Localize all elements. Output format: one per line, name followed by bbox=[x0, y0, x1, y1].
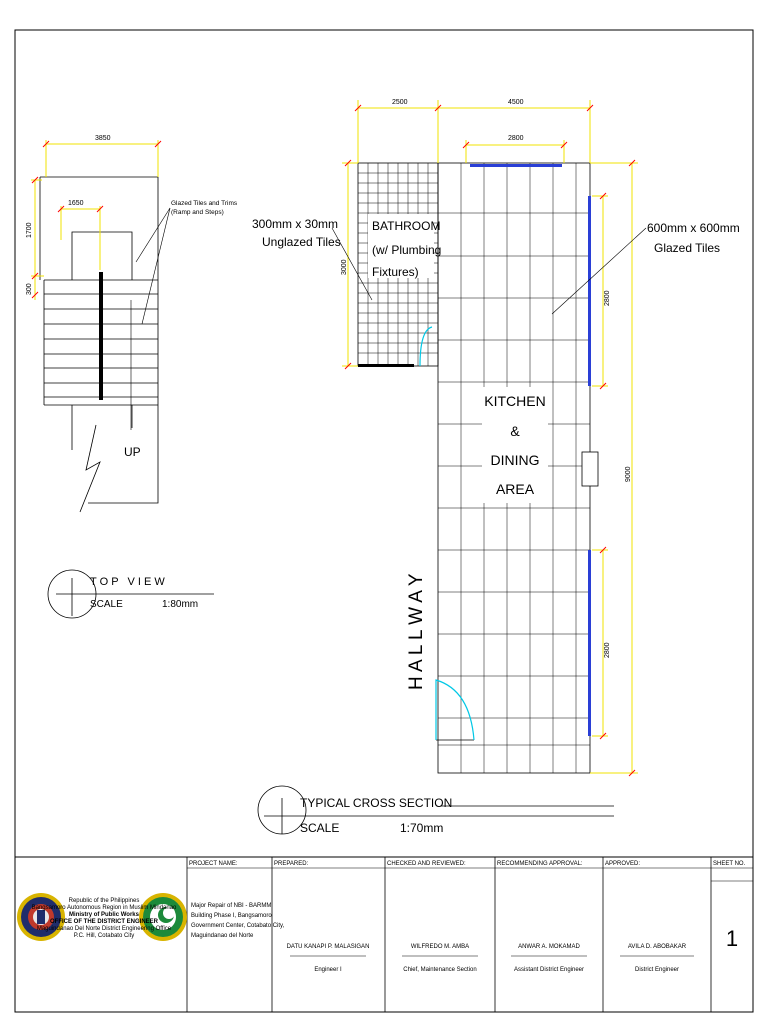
checked-title: Chief, Maintenance Section bbox=[403, 967, 476, 973]
dim-window-top-2800: 2800 bbox=[508, 135, 524, 142]
agency-line-4: OFFICE OF THE DISTRICT ENGINEER bbox=[50, 919, 159, 925]
bath-tile-label-1: 300mm x 30mm bbox=[252, 217, 338, 231]
agency-line-1: Republic of the Philippines bbox=[69, 898, 140, 904]
cross-section-dimensions: 2500 4500 2800 3000 2800 2 bbox=[341, 99, 638, 777]
cross-section-scale-label: SCALE bbox=[300, 821, 339, 835]
dim-4500: 4500 bbox=[508, 99, 524, 106]
ramp-landing bbox=[71, 231, 133, 280]
kitchen-label-2: & bbox=[510, 423, 520, 439]
header-prepared: PREPARED: bbox=[274, 861, 309, 867]
bathroom-label-3: Fixtures) bbox=[372, 265, 419, 279]
top-view-outline bbox=[40, 176, 159, 504]
sheet-number: 1 bbox=[726, 926, 738, 951]
dim-2500: 2500 bbox=[392, 99, 408, 106]
checked-name: WILFREDO M. AMBA bbox=[411, 944, 469, 950]
bathroom-door-swing bbox=[419, 326, 433, 367]
dim-1700: 1700 bbox=[26, 222, 33, 238]
prepared-name: DATU KANAPI P. MALASIGAN bbox=[287, 944, 370, 950]
cross-section-scale-value: 1:70mm bbox=[400, 821, 443, 835]
prepared-title: Engineer I bbox=[314, 967, 342, 973]
window-right-upper bbox=[588, 196, 591, 386]
project-line-4: Maguindanao del Norte bbox=[191, 933, 254, 939]
agency-line-2: Bangsamoro Autonomous Region in Muslim M… bbox=[32, 905, 177, 911]
up-label: UP bbox=[124, 445, 141, 459]
hallway-door-swing bbox=[435, 679, 475, 741]
header-recommending: RECOMMENDING APPROVAL: bbox=[497, 861, 583, 867]
top-view: UP 3850 1650 1700 300 Glaz bbox=[26, 135, 238, 619]
dpwh-seal bbox=[17, 893, 65, 941]
kitchen-tile-label-1: 600mm x 600mm bbox=[647, 221, 740, 235]
recommending-name: ANWAR A. MOKAMAD bbox=[518, 944, 580, 950]
window-top bbox=[470, 164, 562, 167]
top-view-scale-label: SCALE bbox=[90, 599, 123, 610]
bathroom-label-2: (w/ Plumbing bbox=[372, 243, 441, 257]
header-checked: CHECKED AND REVIEWED: bbox=[387, 861, 466, 867]
dim-window-right-upper-2800: 2800 bbox=[604, 290, 611, 306]
project-line-3: Government Center, Cotabato City, bbox=[191, 923, 285, 929]
header-sheet-no: SHEET NO. bbox=[713, 861, 746, 867]
dim-3000: 3000 bbox=[341, 259, 348, 275]
kitchen-label-4: AREA bbox=[496, 481, 535, 497]
dim-300: 300 bbox=[26, 283, 33, 295]
header-approved: APPROVED: bbox=[605, 861, 640, 867]
dim-3850: 3850 bbox=[95, 135, 111, 142]
agency-line-5: Maguindanao Del Norte District Engineeri… bbox=[37, 926, 172, 932]
window-right-lower bbox=[588, 550, 591, 736]
agency-line-3: Ministry of Public Works bbox=[69, 912, 140, 918]
kitchen-tile-label-2: Glazed Tiles bbox=[654, 241, 720, 255]
cross-section: BATHROOM (w/ Plumbing Fixtures) bbox=[252, 99, 740, 835]
top-view-dimensions: 3850 1650 1700 300 bbox=[26, 135, 162, 300]
kitchen-label-1: KITCHEN bbox=[484, 393, 545, 409]
top-view-scale-value: 1:80mm bbox=[162, 599, 198, 610]
dim-1650: 1650 bbox=[68, 200, 84, 207]
bath-tile-label-2: Unglazed Tiles bbox=[262, 235, 341, 249]
project-line-2: Building Phase I, Bangsamoro bbox=[191, 913, 272, 919]
barmm-seal bbox=[139, 893, 187, 941]
kitchen-label-3: DINING bbox=[491, 452, 540, 468]
title-block: PROJECT NAME: PREPARED: CHECKED AND REVI… bbox=[15, 856, 753, 1012]
cross-section-title: TYPICAL CROSS SECTION bbox=[300, 796, 452, 810]
wall-fixture bbox=[581, 451, 599, 487]
approved-name: AVILA D. ABOBAKAR bbox=[628, 944, 687, 950]
agency-line-6: P.C. Hill, Cotabato City bbox=[74, 933, 135, 939]
ramp-steps-label: (Ramp and Steps) bbox=[171, 209, 224, 216]
break-line bbox=[79, 424, 101, 513]
dim-9000: 9000 bbox=[625, 466, 632, 482]
windows bbox=[470, 164, 591, 736]
glazed-tiles-trims-label: Glazed Tiles and Trims bbox=[171, 200, 238, 207]
sheet-border bbox=[14, 29, 754, 1013]
approved-title: District Engineer bbox=[635, 967, 679, 973]
header-project-name: PROJECT NAME: bbox=[189, 861, 238, 867]
bathroom-tile-grid bbox=[357, 162, 439, 367]
top-view-title: T O P V I E W bbox=[90, 576, 165, 588]
dim-window-right-lower-2800: 2800 bbox=[604, 642, 611, 658]
project-line-1: Major Repair of NBI - BARMM bbox=[191, 903, 271, 909]
bathroom-label-1: BATHROOM bbox=[372, 219, 440, 233]
recommending-title: Assistant District Engineer bbox=[514, 967, 584, 973]
hallway-label: H A L L W A Y bbox=[406, 573, 427, 690]
handrail bbox=[99, 272, 103, 400]
